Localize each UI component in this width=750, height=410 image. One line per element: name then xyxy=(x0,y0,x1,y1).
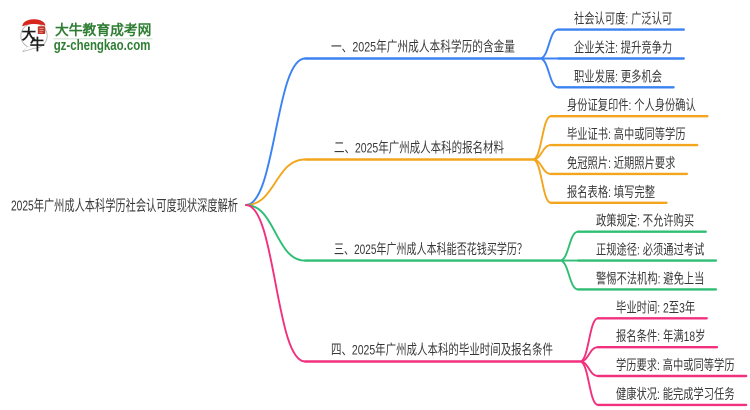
svg-text:身份证复印件: 个人身份确认: 身份证复印件: 个人身份确认 xyxy=(567,97,696,114)
svg-text:免冠照片: 近期照片要求: 免冠照片: 近期照片要求 xyxy=(567,154,675,171)
svg-text:正规途径: 必须通过考试: 正规途径: 必须通过考试 xyxy=(596,241,704,258)
svg-text:毕业时间: 2至3年: 毕业时间: 2至3年 xyxy=(616,300,695,316)
svg-text:二、2025年广州成人本科的报名材料: 二、2025年广州成人本科的报名材料 xyxy=(334,139,504,156)
svg-text:企业关注: 提升竞争力: 企业关注: 提升竞争力 xyxy=(574,39,672,56)
svg-text:一、2025年广州成人本科学历的含金量: 一、2025年广州成人本科学历的含金量 xyxy=(331,38,515,55)
svg-text:政策规定: 不允许购买: 政策规定: 不允许购买 xyxy=(596,212,694,229)
svg-text:职业发展: 更多机会: 职业发展: 更多机会 xyxy=(574,68,662,85)
svg-text:gz-chengkao.com: gz-chengkao.com xyxy=(54,36,151,53)
svg-text:牛: 牛 xyxy=(30,36,45,54)
svg-text:社会认可度: 广泛认可: 社会认可度: 广泛认可 xyxy=(574,10,672,27)
svg-text:三、2025年广州成人本科能否花钱买学历？: 三、2025年广州成人本科能否花钱买学历？ xyxy=(334,240,527,257)
svg-text:四、2025年广州成人本科的毕业时间及报名条件: 四、2025年广州成人本科的毕业时间及报名条件 xyxy=(331,341,553,358)
svg-text:健康状况: 能完成学习任务: 健康状况: 能完成学习任务 xyxy=(616,385,735,402)
svg-text:报名条件: 年满18岁: 报名条件: 年满18岁 xyxy=(616,328,705,345)
svg-text:学历要求: 高中或同等学历: 学历要求: 高中或同等学历 xyxy=(616,357,735,374)
svg-text:大: 大 xyxy=(22,26,37,44)
svg-text:毕业证书: 高中或同等学历: 毕业证书: 高中或同等学历 xyxy=(567,126,686,143)
svg-text:2025年广州成人本科学历社会认可度现状深度解析: 2025年广州成人本科学历社会认可度现状深度解析 xyxy=(11,197,238,214)
svg-text:报名表格: 填写完整: 报名表格: 填写完整 xyxy=(567,183,655,200)
svg-text:警惕不法机构: 避免上当: 警惕不法机构: 避免上当 xyxy=(596,270,704,287)
svg-text:大牛教育成考网: 大牛教育成考网 xyxy=(55,22,151,38)
